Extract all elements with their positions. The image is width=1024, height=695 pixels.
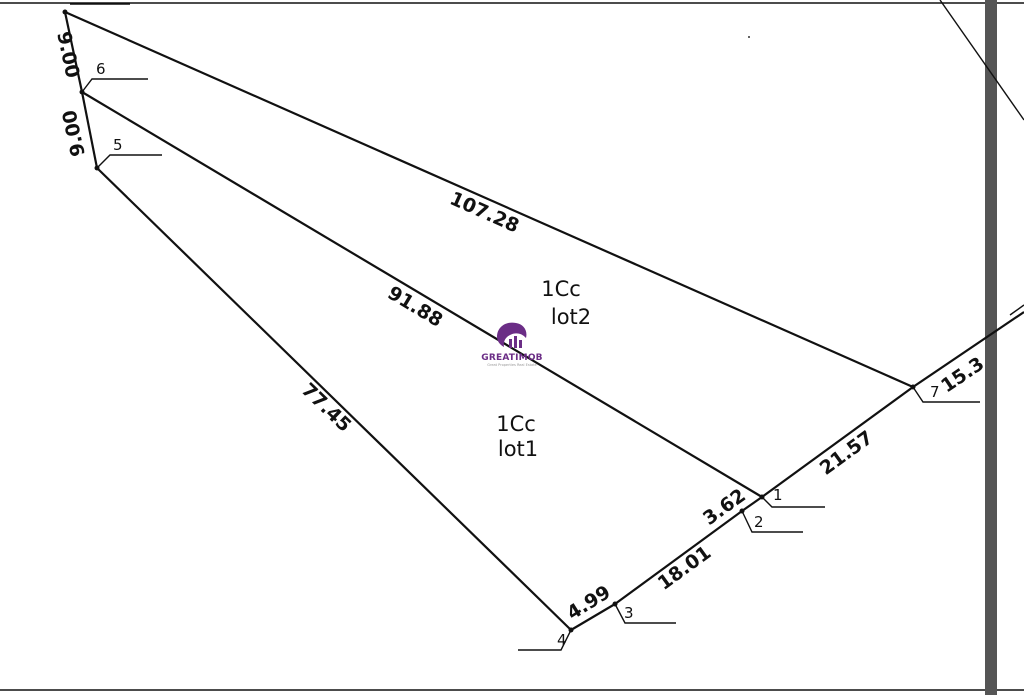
edge-label-top-6: 9.00 (52, 30, 83, 80)
boundary-1-to-7 (761, 386, 914, 498)
boundary-6-to-5 (80, 91, 99, 169)
logo-building-1 (509, 339, 512, 348)
edge-label-top-right: 107.28 (446, 188, 522, 238)
leader-6 (81, 78, 148, 93)
point-label-5: 5 (113, 136, 123, 154)
boundary-3-to-4 (570, 603, 616, 631)
logo-building-2 (514, 336, 517, 348)
vertex-6 (79, 89, 85, 95)
leader-3 (614, 603, 676, 624)
vertex-4 (568, 627, 574, 633)
boundary-top-to-6 (63, 11, 84, 93)
point-label-7: 7 (930, 383, 940, 401)
boundary-5-to-4 (96, 167, 572, 631)
leader-4 (518, 629, 572, 651)
lot1-name: lot1 (498, 437, 538, 461)
boundary-top-to-7 (64, 10, 914, 389)
vertex-2 (739, 508, 745, 514)
right-margin-bar (985, 0, 997, 695)
lion-mark-icon (497, 322, 527, 347)
leader-1 (761, 496, 825, 508)
lot2-name: lot2 (551, 305, 591, 329)
lot2-code: 1Cc (541, 277, 581, 301)
leader-5 (96, 154, 162, 169)
boundary-1-to-2 (741, 496, 763, 512)
edge-label-7-right: 15.3 (937, 353, 988, 397)
point-label-6: 6 (96, 60, 106, 78)
vertex-5 (94, 165, 100, 171)
leader-2 (741, 510, 803, 533)
top-right-diagonal (939, 0, 1024, 121)
vertex-7 (910, 384, 916, 390)
boundary-6-to-1 (81, 91, 763, 498)
logo-name: GREATIMOB (481, 353, 543, 363)
logo-building-3 (519, 340, 522, 348)
point-label-1: 1 (773, 486, 783, 504)
greatimob-logo: GREATIMOB Great Properties Real Estate (481, 322, 543, 367)
boundary-7-to-right (912, 311, 1024, 388)
boundary-2-to-3 (614, 510, 743, 605)
edge-label-3-4: 4.99 (563, 581, 614, 625)
vertex-1 (759, 494, 765, 500)
edge-label-6-5: 9.00 (58, 108, 89, 158)
vertex-3 (612, 601, 618, 607)
vertex-top (62, 9, 68, 15)
lot1-code: 1Cc (496, 412, 536, 436)
leader-7 (912, 386, 980, 403)
right-edge-stub (1009, 304, 1024, 316)
speck (748, 36, 750, 38)
point-label-4: 4 (557, 631, 567, 649)
point-label-2: 2 (754, 513, 764, 531)
point-label-3: 3 (624, 604, 634, 622)
edge-label-5-4: 77.45 (297, 379, 356, 437)
logo-tagline: Great Properties Real Estate (487, 363, 536, 367)
